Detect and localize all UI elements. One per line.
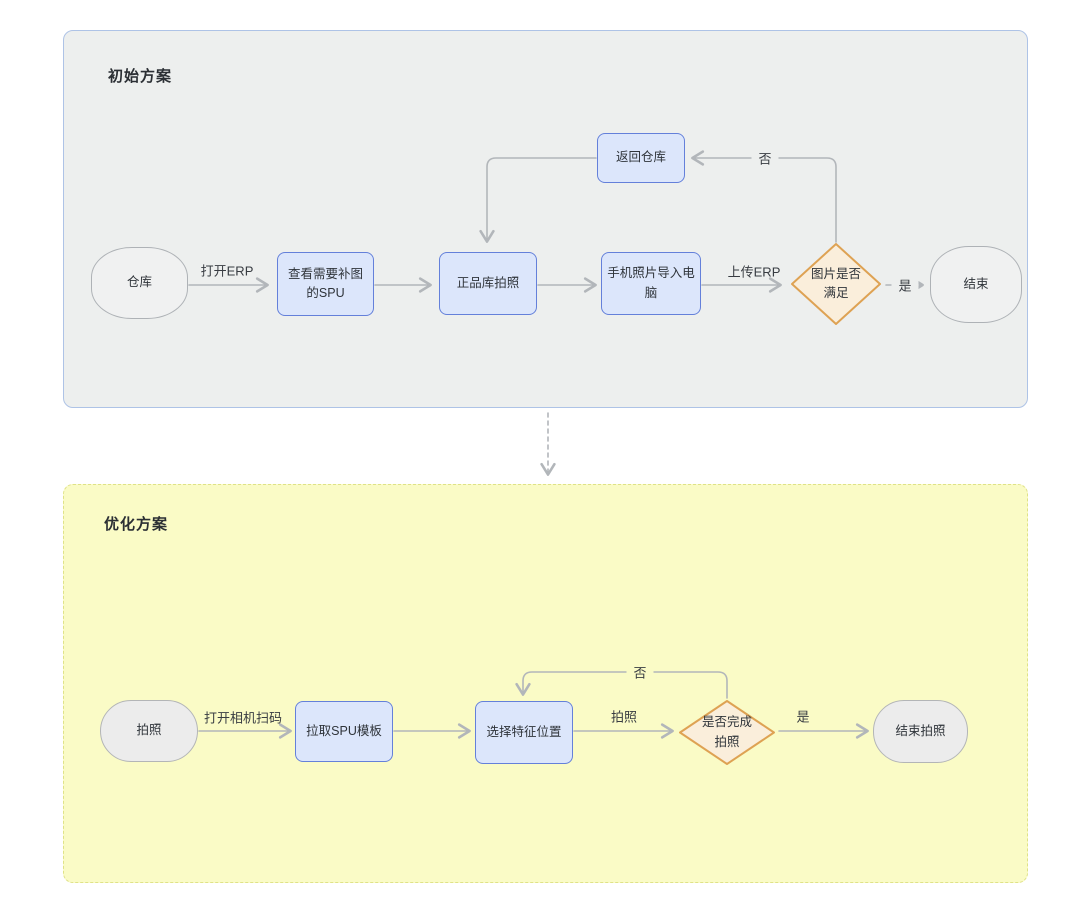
edge-label-open-erp: 打开ERP (200, 263, 254, 279)
edge-label-yes: 是 (796, 709, 810, 725)
node-return-warehouse: 返回仓库 (597, 133, 685, 183)
node-label: 查看需要补图的SPU (287, 266, 363, 300)
node-import-to-pc: 手机照片导入电脑 (601, 252, 701, 315)
node-end-photo: 结束拍照 (873, 700, 968, 763)
node-label: 拍照 (136, 723, 162, 738)
diamond-shape (679, 700, 775, 765)
node-label: 仓库 (126, 275, 152, 290)
node-select-feature-position: 选择特征位置 (475, 701, 573, 764)
node-take-photo: 拍照 (100, 700, 198, 762)
diamond-shape (791, 243, 881, 325)
section-title: 优化方案 (104, 516, 169, 533)
node-pull-spu-template: 拉取SPU模板 (295, 701, 393, 762)
edge-label-photo: 拍照 (610, 709, 638, 725)
node-label: 图片是否满足 (810, 266, 861, 300)
node-warehouse: 仓库 (91, 247, 188, 319)
section-title: 初始方案 (108, 68, 173, 85)
node-image-satisfied: 图片是否满足 (789, 242, 883, 326)
node-check-spu: 查看需要补图的SPU (277, 252, 374, 316)
node-photo-complete: 是否完成拍照 (677, 699, 777, 766)
node-label: 手机照片导入电脑 (607, 266, 695, 300)
node-label: 是否完成拍照 (701, 715, 752, 749)
edge-label-no: 否 (626, 662, 654, 682)
edge-label-upload-erp: 上传ERP (727, 264, 781, 280)
node-label: 结束 (963, 276, 989, 291)
node-label: 返回仓库 (615, 150, 666, 165)
node-label: 选择特征位置 (486, 724, 562, 739)
section-initial-plan: 初始方案 (63, 30, 1028, 408)
node-label: 结束拍照 (895, 723, 946, 738)
edge-label-open-camera-scan: 打开相机扫码 (203, 710, 283, 726)
node-genuine-warehouse-photo: 正品库拍照 (439, 252, 537, 315)
node-end: 结束 (930, 246, 1022, 323)
edge-label-no: 否 (751, 148, 779, 168)
section-optimized-plan: 优化方案 (63, 484, 1028, 883)
edge-label-yes: 是 (891, 275, 919, 295)
node-label: 正品库拍照 (456, 275, 520, 290)
node-label: 拉取SPU模板 (306, 723, 382, 738)
